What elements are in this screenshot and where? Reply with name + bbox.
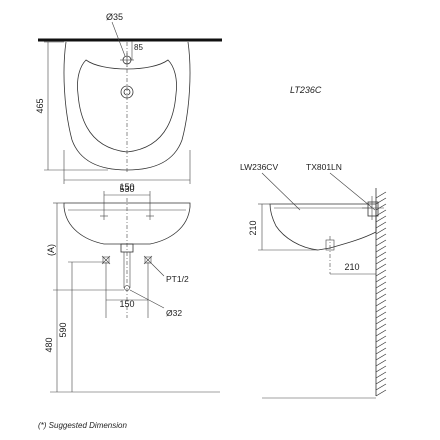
basin-bowl-top [77,59,177,153]
hatch-line [375,245,387,253]
hatch-line [375,227,387,235]
hatch-line [375,281,387,289]
height-a-label: (A) [46,244,56,256]
hatch-line [375,353,387,361]
footnote: (*) Suggested Dimension [38,421,127,430]
hatch-line [375,197,387,205]
hatch-line [375,347,387,355]
hatch-line [375,287,387,295]
basin-outline-front [63,202,191,245]
hatch-line [375,305,387,313]
hatch-line [375,317,387,325]
bolt-mark-right [146,212,154,220]
hatch-line [375,377,387,385]
hatch-line [375,383,387,391]
side-height-label: 210 [248,220,258,235]
side-view: LW236CV TX801LN 210 210 [240,162,387,399]
hatch-line [375,269,387,277]
front-view: 150 (A) [44,182,220,393]
model-label: LT236C [290,85,322,95]
hole-offset-label: 85 [134,43,143,52]
basin-model-label: LW236CV [240,162,278,172]
bolt-spacing-bottom-label: 150 [119,299,134,309]
hatch-line [375,221,387,229]
hatch-line [375,341,387,349]
drain-diameter-label: Ø32 [166,308,182,318]
depth-label: 465 [35,98,45,113]
hatch-line [375,359,387,367]
drain-height-label: 590 [58,322,68,337]
hatch-line [375,233,387,241]
hatch-line [375,365,387,373]
hatch-line [375,311,387,319]
thread-label: PT1/2 [166,274,189,284]
hatch-line [375,263,387,271]
hatch-line [375,275,387,283]
wall-hatch [375,191,387,397]
hatch-line [375,329,387,337]
side-projection-label: 210 [344,262,359,272]
hatch-line [375,251,387,259]
hatch-line [375,209,387,217]
hatch-line [375,215,387,223]
hole-diameter-label: Ø35 [106,12,123,22]
bolt-spacing-top-label: 150 [119,182,134,192]
hatch-line [375,191,387,199]
basin-outline-side [269,203,377,251]
hatch-line [375,239,387,247]
hatch-line [375,203,387,211]
hatch-line [375,335,387,343]
drain-point [124,285,130,291]
hatch-line [375,257,387,265]
trap-model-label: TX801LN [306,162,342,172]
hatch-line [375,299,387,307]
top-view: Ø35 85 465 530 [35,12,222,194]
hatch-line [375,389,387,397]
bolt-mark-left [100,212,108,220]
hatch-line [375,293,387,301]
trap-fitting [367,201,379,217]
width-label: 530 [119,184,134,194]
hatch-line [375,371,387,379]
supply-height-label: 480 [44,337,54,352]
hatch-line [375,323,387,331]
